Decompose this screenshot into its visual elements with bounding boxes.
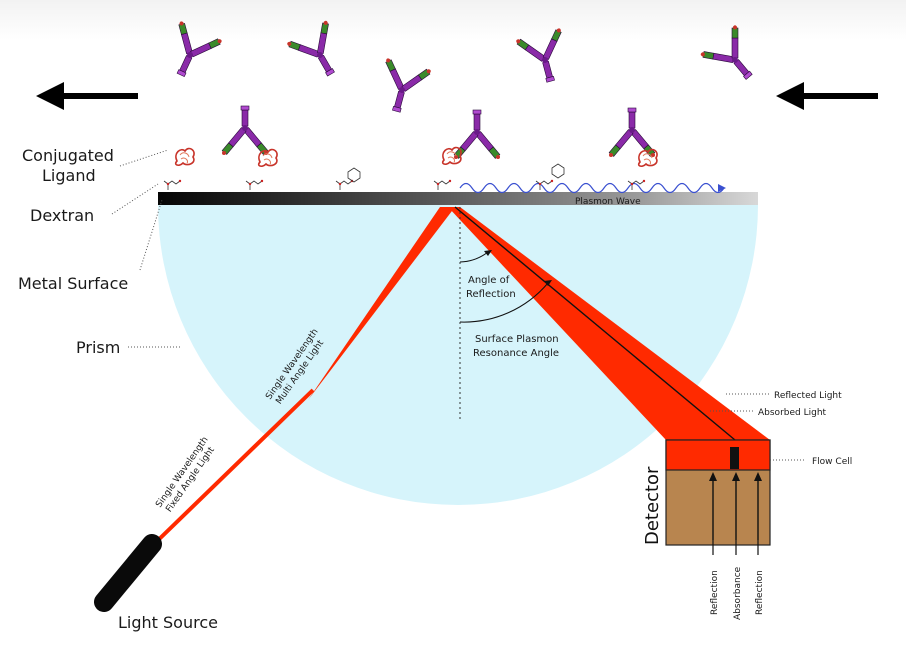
dextran-label: Dextran [30,206,94,225]
spr-angle-arrowhead [544,280,552,286]
absorbance-label: Absorbance [733,566,743,620]
leader-lines [111,149,182,348]
dextran-molecule-icon [163,179,182,191]
arrow-left-icon [776,82,878,110]
reflected-light-label: Reflected Light [774,391,842,401]
reflection-left-label: Reflection [710,570,720,615]
antibody-icon [221,105,269,156]
flow-cell-label: Flow Cell [812,457,852,467]
antibody-icon [159,20,223,86]
absorbed-light-line [454,206,736,441]
antibody-icon [699,24,768,93]
antibody-icon [373,57,432,118]
dextran-molecule-icon [245,179,264,191]
spr-angle-label-2: Resonance Angle [473,348,559,359]
antibody-icon [515,27,574,88]
spr-angle-label-1: Surface Plasmon [475,334,559,345]
conjugated-ligand-label-1: Conjugated [22,146,114,165]
plasmon-wave-line [459,182,725,194]
flow-cell [665,439,771,471]
arrow-left-icon [36,82,138,110]
light-source-icon [94,534,162,612]
dextran-molecule-icon [347,163,565,183]
prism-shape [158,205,758,505]
metal-surface-label: Metal Surface [18,274,128,293]
detector-label: Detector [642,466,663,545]
detector-arrows [712,478,759,540]
reflection-right-label: Reflection [755,570,765,615]
protein-ligand-icon [257,148,278,167]
absorbance-marker [730,447,739,469]
dextran-molecule-icon [433,179,452,191]
antibody-icon [608,107,656,158]
metal-surface [158,192,758,205]
protein-ligand-icon [174,147,195,166]
light-source-label: Light Source [118,613,218,632]
plasmon-wave-arrowhead [718,184,726,192]
conjugated-ligand-label-2: Ligand [42,166,96,185]
fixed-angle-beam [148,388,315,550]
absorbed-light-label: Absorbed Light [758,408,827,418]
prism-label: Prism [76,338,120,357]
plasmon-wave-label: Plasmon Wave [575,197,641,207]
angle-of-reflection-label-1: Angle of [468,275,510,286]
angle-of-reflection-label-2: Reflection [466,289,516,300]
incident-beam [308,207,455,400]
dextran-molecule-icon [335,179,354,191]
antibody-icon [286,19,352,87]
spr-angle-arc [459,282,549,323]
angle-of-reflection-arrowhead [484,250,492,256]
reflected-beam [448,207,770,440]
